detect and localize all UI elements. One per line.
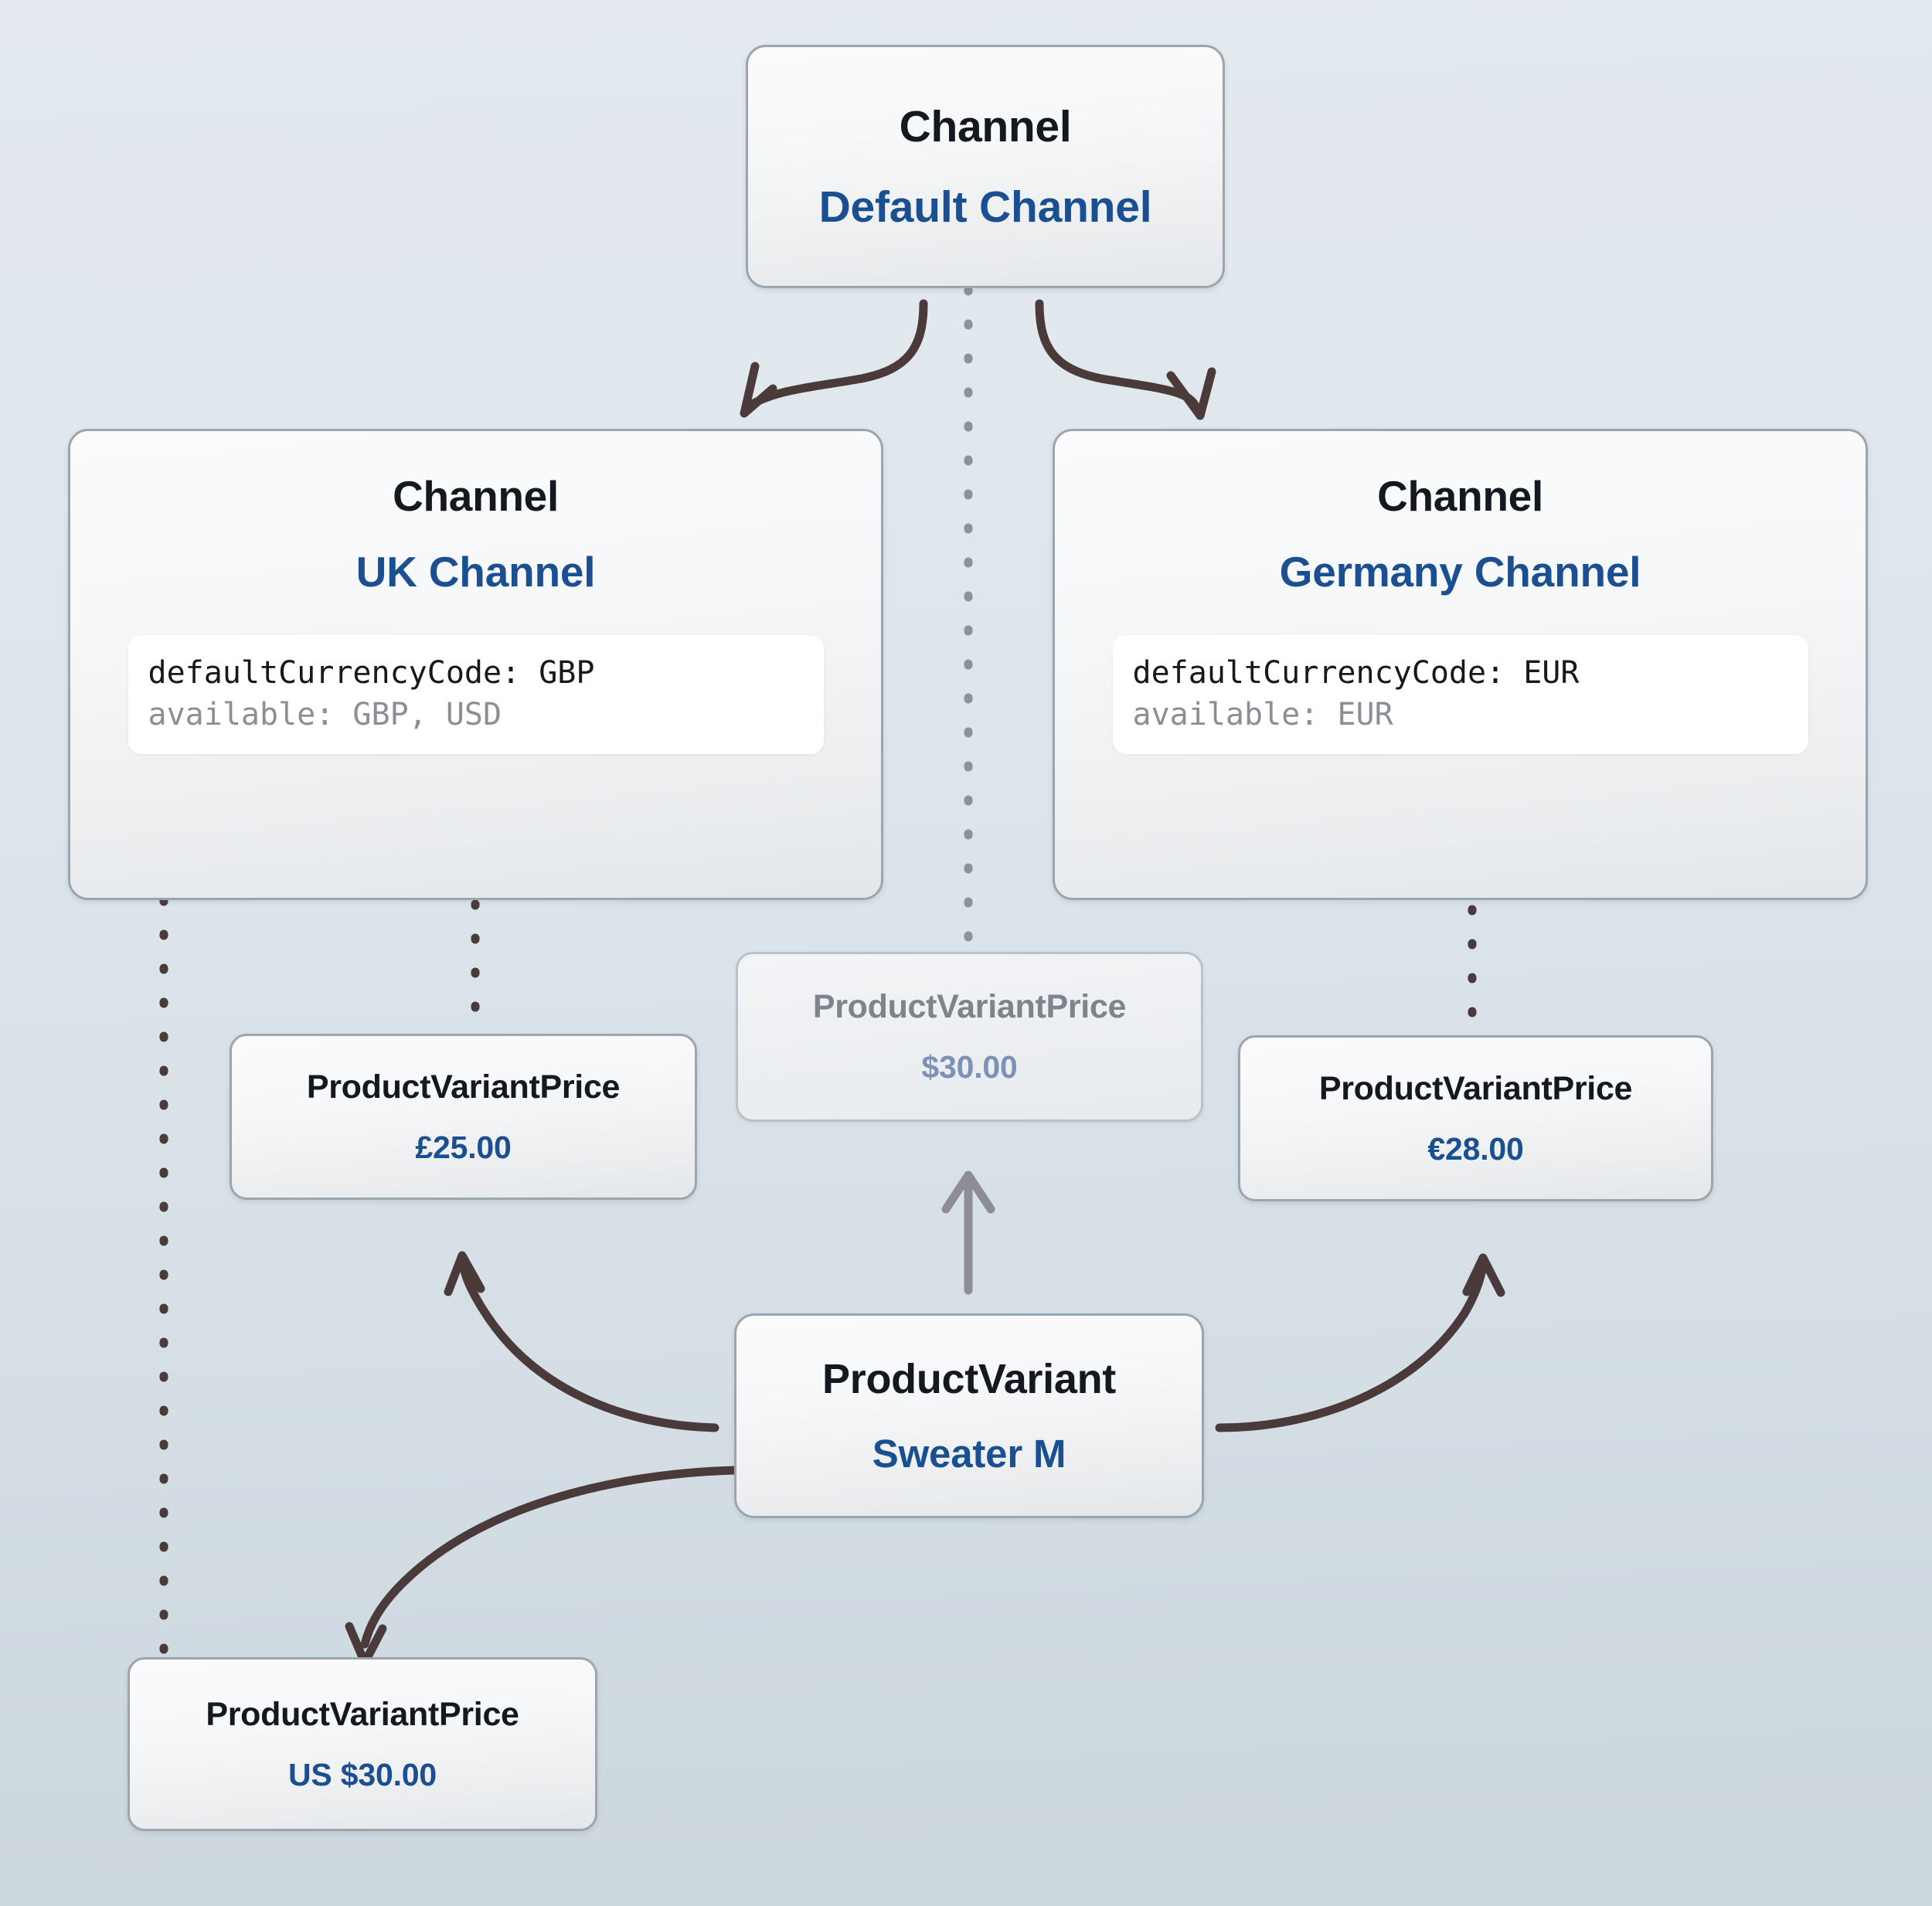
node-uk-channel-name: UK Channel (355, 548, 596, 596)
germany-available-currencies: available: EUR (1132, 697, 1393, 732)
node-default-channel[interactable]: Channel Default Channel (746, 45, 1225, 288)
germany-default-currency-code: defaultCurrencyCode: EUR (1132, 655, 1580, 691)
node-price-default-usd[interactable]: ProductVariantPrice $30.00 (736, 952, 1203, 1122)
node-product-variant-type: ProductVariant (822, 1356, 1116, 1402)
node-uk-channel-type: Channel (393, 472, 559, 520)
node-price-usd-type: ProductVariantPrice (206, 1695, 519, 1733)
node-default-channel-type: Channel (899, 101, 1072, 151)
node-price-eur-type: ProductVariantPrice (1318, 1069, 1633, 1107)
node-germany-channel-name: Germany Channel (1279, 548, 1641, 596)
node-price-gbp[interactable]: ProductVariantPrice £25.00 (230, 1034, 697, 1200)
node-product-variant[interactable]: ProductVariant Sweater M (734, 1313, 1204, 1518)
node-price-eur[interactable]: ProductVariantPrice €28.00 (1238, 1035, 1713, 1201)
node-price-default-usd-value: $30.00 (921, 1049, 1018, 1085)
node-product-variant-name: Sweater M (872, 1432, 1066, 1476)
node-uk-channel[interactable]: Channel UK Channel defaultCurrencyCode: … (68, 429, 883, 900)
node-price-gbp-type: ProductVariantPrice (306, 1068, 621, 1106)
germany-channel-currency-box: defaultCurrencyCode: EUR available: EUR (1112, 635, 1808, 754)
node-price-default-usd-type: ProductVariantPrice (812, 988, 1127, 1025)
node-germany-channel-type: Channel (1377, 472, 1543, 520)
node-price-eur-value: €28.00 (1427, 1130, 1524, 1167)
edge-variant-to-eur-price (1215, 1253, 1505, 1432)
uk-default-currency-code: defaultCurrencyCode: GBP (148, 655, 595, 691)
uk-channel-currency-box: defaultCurrencyCode: GBP available: GBP,… (128, 635, 824, 754)
node-price-usd[interactable]: ProductVariantPrice US $30.00 (128, 1657, 597, 1831)
edge-variant-to-usd-price (345, 1466, 739, 1667)
node-default-channel-name: Default Channel (818, 182, 1152, 232)
edge-variant-to-default-price (941, 1170, 995, 1295)
node-price-gbp-value: £25.00 (415, 1129, 512, 1165)
node-price-usd-value: US $30.00 (288, 1756, 437, 1792)
node-germany-channel[interactable]: Channel Germany Channel defaultCurrencyC… (1053, 429, 1868, 900)
edge-default-to-germany (1035, 299, 1216, 420)
edge-default-to-uk (740, 299, 928, 418)
uk-available-currencies: available: GBP, USD (148, 697, 502, 732)
edge-variant-to-gbp-price (444, 1251, 719, 1432)
